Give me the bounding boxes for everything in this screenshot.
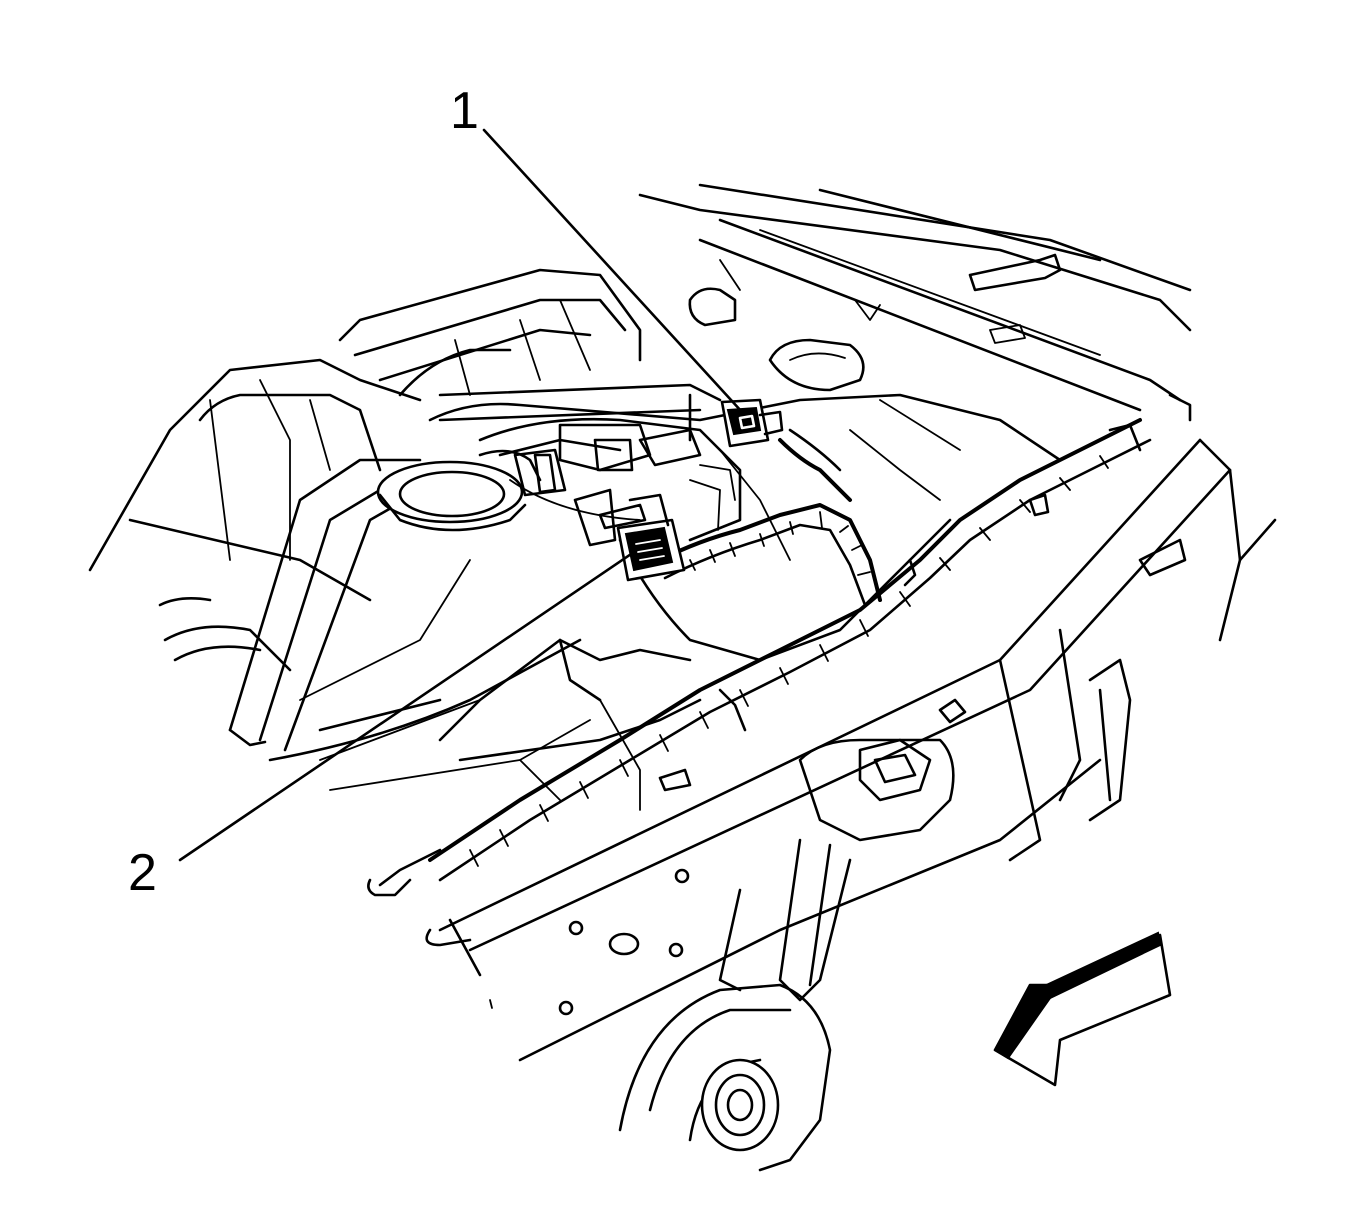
callout-2: 2 — [128, 844, 157, 902]
left-floor-panel — [88, 358, 591, 791]
callout-1: 1 — [450, 82, 479, 140]
fuel-pump-module — [478, 393, 742, 547]
wheel-well — [618, 983, 832, 1172]
leader-line-1 — [482, 128, 744, 414]
connector-2 — [616, 493, 686, 582]
front-direction-arrow-icon — [993, 931, 1172, 1087]
connector-1 — [720, 398, 784, 448]
rear-crossmember — [338, 268, 722, 422]
wiring-harness — [367, 393, 1192, 897]
fuel-filler-neck — [376, 449, 542, 532]
rear-frame-rail — [638, 183, 1192, 412]
body-mount-bracket — [718, 738, 955, 1002]
right-frame-rail — [425, 438, 1277, 1062]
leader-lines — [178, 128, 744, 862]
leader-line-2 — [178, 546, 642, 862]
